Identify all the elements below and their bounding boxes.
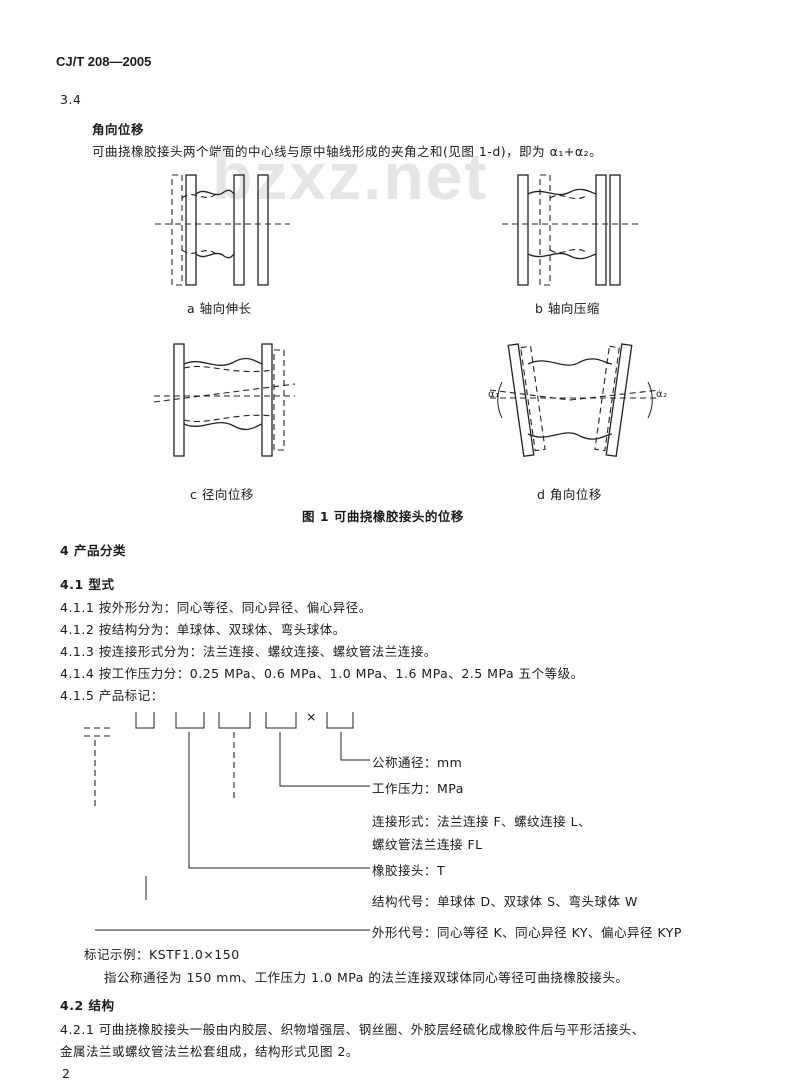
figure-1a-label: a 轴向伸长 bbox=[187, 301, 252, 316]
section-4-2-heading: 4.2 结构 bbox=[60, 998, 115, 1013]
section-4-1-4: 4.1.4 按工作压力分：0.25 MPa、0.6 MPa、1.0 MPa、1.… bbox=[60, 666, 584, 681]
section-3-4-body: 可曲挠橡胶接头两个端面的中心线与原中轴线形成的夹角之和(见图 1-d)，即为 α… bbox=[92, 144, 603, 159]
marking-times-sign: × bbox=[306, 709, 317, 724]
marking-label-rubber-joint: 橡胶接头：T bbox=[372, 863, 446, 878]
marking-label-nominal-diameter: 公称通径：mm bbox=[372, 755, 463, 770]
section-4-1-2: 4.1.2 按结构分为：单球体、双球体、弯头球体。 bbox=[60, 622, 346, 637]
marking-label-working-pressure: 工作压力：MPa bbox=[372, 781, 464, 796]
figure-1d-label: d 角向位移 bbox=[537, 487, 602, 502]
alpha1-label: α₁ bbox=[488, 389, 500, 400]
section-4-2-1-cont: 金属法兰或螺纹管法兰松套组成，结构形式见图 2。 bbox=[60, 1044, 359, 1059]
figure-1-caption: 图 1 可曲挠橡胶接头的位移 bbox=[302, 509, 464, 524]
marking-label-structure-code: 结构代号：单球体 D、双球体 S、弯头球体 W bbox=[372, 894, 638, 909]
figure-1b-label: b 轴向压缩 bbox=[535, 301, 600, 316]
figure-1c-label: c 径向位移 bbox=[190, 487, 254, 502]
alpha2-label: α₂ bbox=[656, 389, 668, 400]
marking-label-shape-code: 外形代号：同心等径 K、同心异径 KY、偏心异径 KYP bbox=[372, 925, 682, 940]
section-title-angular-displacement: 角向位移 bbox=[92, 122, 145, 137]
page-number: 2 bbox=[62, 1066, 71, 1081]
marking-label-connection-type-cont: 螺纹管法兰连接 FL bbox=[372, 837, 483, 852]
figure-1a-axial-extension bbox=[155, 174, 290, 286]
section-4-1-3: 4.1.3 按连接形式分为：法兰连接、螺纹连接、螺纹管法兰连接。 bbox=[60, 644, 437, 659]
marking-example: 标记示例：KSTF1.0×150 bbox=[84, 947, 240, 962]
section-4-heading: 4 产品分类 bbox=[60, 543, 127, 558]
marking-example-description: 指公称通径为 150 mm、工作压力 1.0 MPa 的法兰连接双球体同心等径可… bbox=[104, 970, 629, 985]
figure-1c-radial-displacement bbox=[153, 343, 296, 457]
document-code: CJ/T 208—2005 bbox=[56, 54, 152, 69]
figure-1b-axial-compression bbox=[502, 174, 640, 286]
marking-label-connection-type: 连接形式：法兰连接 F、螺纹连接 L、 bbox=[372, 814, 592, 829]
section-number-3-4: 3.4 bbox=[60, 92, 82, 107]
section-4-1: 4.1 型式 bbox=[60, 577, 115, 592]
section-4-1-1: 4.1.1 按外形分为：同心等径、同心异径、偏心异径。 bbox=[60, 600, 372, 615]
section-4-1-5: 4.1.5 产品标记： bbox=[60, 688, 164, 703]
section-4-2-1: 4.2.1 可曲挠橡胶接头一般由内胶层、织物增强层、钢丝圈、外胶层经硫化成橡胶件… bbox=[60, 1022, 645, 1037]
figure-1d-angular-displacement bbox=[489, 343, 661, 458]
